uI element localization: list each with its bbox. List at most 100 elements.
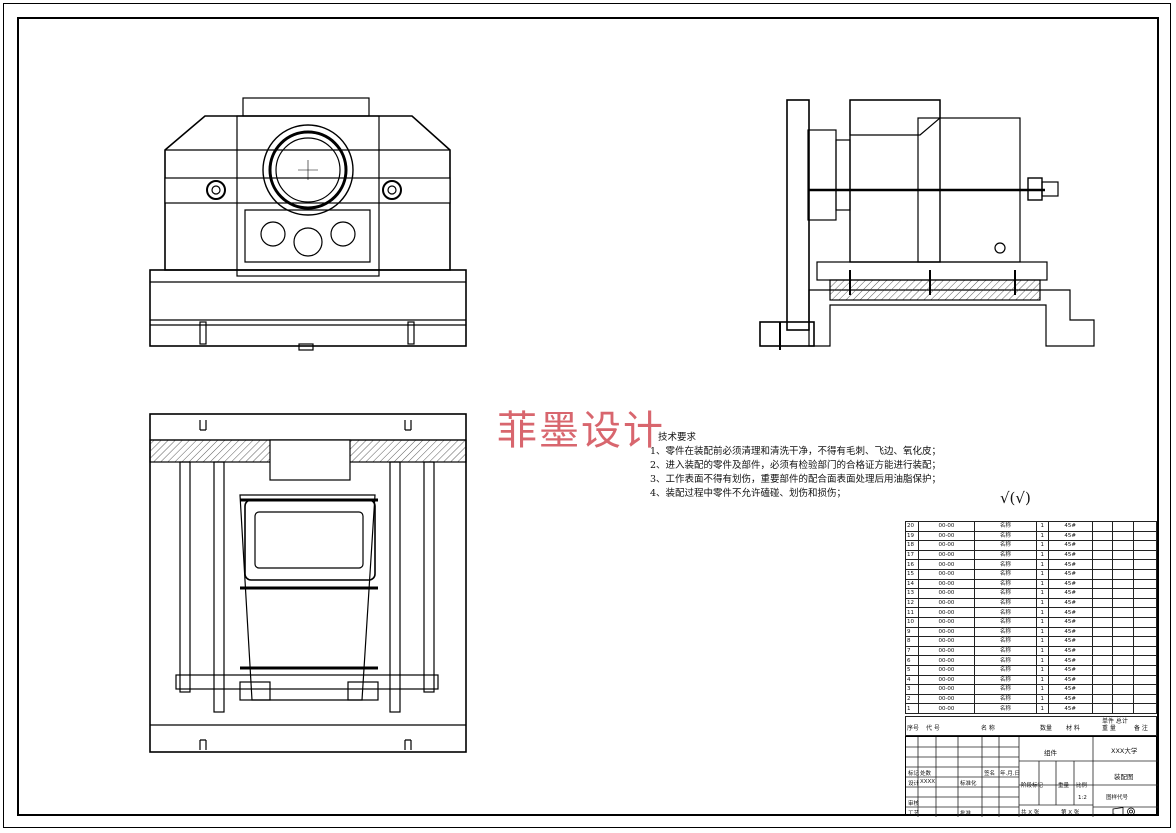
bom-qty: 1: [1035, 588, 1049, 599]
tb-stage-label: 阶段标记: [1021, 783, 1044, 789]
bom-material: 45#: [1047, 559, 1093, 570]
bom-name: 名称: [974, 674, 1037, 686]
tb-assembly: 组件: [1044, 749, 1057, 757]
bom-remark: [1133, 655, 1157, 666]
bom-remark: [1133, 521, 1157, 532]
bom-material: 45#: [1047, 530, 1093, 542]
bom-remark: [1133, 645, 1157, 657]
bom-material: 45#: [1047, 674, 1093, 686]
technical-requirements: 技术要求 1、零件在装配前必须清理和清洗干净，不得有毛刺、飞边、氧化皮； 2、进…: [650, 431, 941, 501]
bom-qty: 1: [1035, 559, 1049, 570]
bom-remark: [1133, 588, 1157, 599]
bom-qty: 1: [1035, 674, 1049, 686]
bom-qty: 1: [1035, 684, 1049, 695]
bom-no: 4: [905, 674, 919, 686]
bom-name: 名称: [974, 521, 1037, 532]
bom-weight-total: [1112, 645, 1135, 657]
bom-remark: [1133, 703, 1157, 714]
bom-name: 名称: [974, 530, 1037, 542]
bom-code: 00-00: [917, 549, 976, 561]
bom-header: 序号 代 号 名 称 数量 材 料 单件 总计 重 量 备 注: [905, 716, 1157, 736]
projection-symbol-icon: [1112, 807, 1135, 816]
bom-no: 8: [905, 636, 919, 647]
bom-weight-total: [1112, 588, 1135, 599]
bom-name: 名称: [974, 684, 1037, 695]
bom-remark: [1133, 607, 1157, 618]
bom-no: 16: [905, 559, 919, 570]
bom-code: 00-00: [917, 540, 976, 551]
bom-qty: 1: [1035, 540, 1049, 551]
bom-no: 2: [905, 693, 919, 705]
bom-remark: [1133, 597, 1157, 609]
bom-name: 名称: [974, 645, 1037, 657]
bom-no: 10: [905, 616, 919, 628]
bom-material: 45#: [1047, 645, 1093, 657]
bom-name: 名称: [974, 578, 1037, 590]
bom-name: 名称: [974, 703, 1037, 714]
bom-qty: 1: [1035, 521, 1049, 532]
bom-name: 名称: [974, 693, 1037, 705]
bom-weight-total: [1112, 530, 1135, 542]
bom-weight-total: [1112, 626, 1135, 638]
bom-weight-total: [1112, 703, 1135, 714]
bom-no: 20: [905, 521, 919, 532]
bom-weight-total: [1112, 559, 1135, 570]
bom-code: 00-00: [917, 693, 976, 705]
bom-name: 名称: [974, 607, 1037, 618]
bom-weight-total: [1112, 578, 1135, 590]
bom-name: 名称: [974, 626, 1037, 638]
bom-material: 45#: [1047, 703, 1093, 714]
bom-header-name: 名 称: [981, 725, 995, 732]
bom-remark: [1133, 530, 1157, 542]
bom-code: 00-00: [917, 607, 976, 618]
tb-scale-label: 比例: [1076, 783, 1088, 789]
title-block: 标记 处数 签名 年.月.日 设计 XXXX 标准化 审核 工艺 批准 组件 X…: [905, 736, 1158, 817]
bom-code: 00-00: [917, 703, 976, 714]
bom-code: 00-00: [917, 626, 976, 638]
bom-no: 12: [905, 597, 919, 609]
bom-remark: [1133, 559, 1157, 570]
bom-weight-total: [1112, 636, 1135, 647]
bom-code: 00-00: [917, 521, 976, 532]
bom-qty: 1: [1035, 607, 1049, 618]
tech-requirement-item: 2、进入装配的零件及部件，必须有检验部门的合格证方能进行装配；: [650, 460, 942, 471]
bom-name: 名称: [974, 559, 1037, 570]
bom-name: 名称: [974, 549, 1037, 561]
bom-remark: [1133, 674, 1157, 686]
bom-name: 名称: [974, 636, 1037, 647]
bom-qty: 1: [1035, 530, 1049, 542]
bom-remark: [1133, 626, 1157, 638]
bom-weight: [1091, 684, 1114, 695]
tb-approve-label: 批准: [960, 811, 972, 817]
bom-qty: 1: [1035, 655, 1049, 666]
bom-weight: [1091, 521, 1114, 532]
tb-drawing-number: 图样代号: [1106, 795, 1129, 801]
bom-material: 45#: [1047, 693, 1093, 705]
bom-qty: 1: [1035, 616, 1049, 628]
bom-material: 45#: [1047, 540, 1093, 551]
bom-code: 00-00: [917, 597, 976, 609]
bom-qty: 1: [1035, 568, 1049, 580]
side-view: [759, 99, 1095, 350]
bom-code: 00-00: [917, 664, 976, 676]
bom-code: 00-00: [917, 559, 976, 570]
bom-no: 7: [905, 645, 919, 657]
bom-material: 45#: [1047, 616, 1093, 628]
tb-sheet-no: 第 X 张: [1061, 810, 1080, 816]
bom-material: 45#: [1047, 626, 1093, 638]
bom-no: 14: [905, 578, 919, 590]
bom-material: 45#: [1047, 568, 1093, 580]
bom-material: 45#: [1047, 588, 1093, 599]
bom-weight-total: [1112, 616, 1135, 628]
tb-date-label: 年.月.日: [1000, 771, 1020, 777]
